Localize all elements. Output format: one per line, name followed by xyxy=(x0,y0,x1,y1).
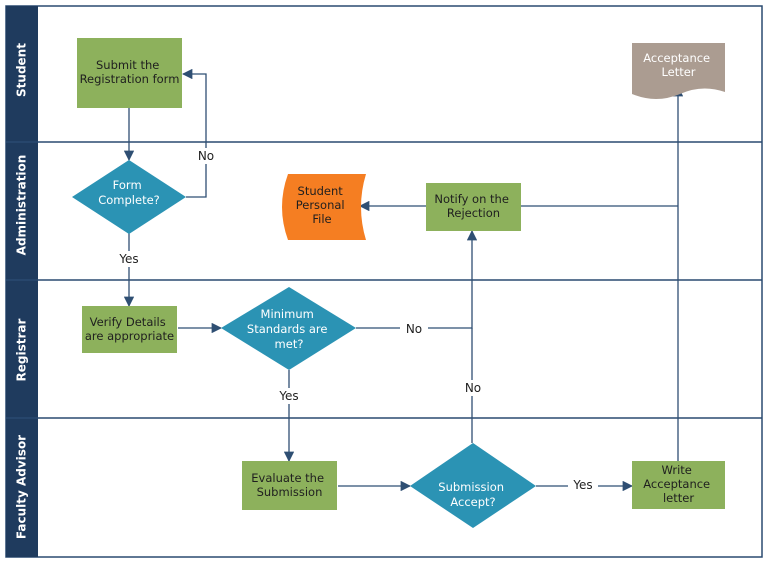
node-text-line: Evaluate the xyxy=(251,471,324,485)
node-text-line: Student xyxy=(298,184,344,198)
process-write-acceptance-letter: Write Acceptance letter xyxy=(632,461,725,509)
svg-text:Submission Accept?: Submission Accept? xyxy=(438,480,507,509)
process-evaluate-submission: Evaluate the Submission xyxy=(242,461,337,510)
lane-label-student: Student xyxy=(15,43,29,97)
node-text-line: Verify Details xyxy=(90,315,166,329)
svg-text:Notify on the Rejection: Notify on the Rejection xyxy=(434,192,512,220)
process-verify-details: Verify Details are appropriate xyxy=(82,306,177,353)
edge-label-accept-no: No xyxy=(465,381,481,395)
lane-label-faculty-advisor: Faculty Advisor xyxy=(15,435,29,539)
edge-label-bg xyxy=(460,380,486,396)
node-text-line: Accept? xyxy=(450,495,495,509)
edge-label-standards-yes: Yes xyxy=(278,389,298,403)
node-text-line: Rejection xyxy=(447,206,500,220)
decision-form-complete: Form Complete? xyxy=(72,160,186,234)
lane-header-column xyxy=(6,6,38,557)
edge-label-form-no: No xyxy=(198,149,214,163)
lane-label-registrar: Registrar xyxy=(15,318,29,381)
decision-submission-accept: Submission Accept? xyxy=(410,443,536,528)
node-text-line: Acceptance xyxy=(643,51,710,65)
node-text-line: Notify on the xyxy=(434,192,509,206)
process-submit-registration-form: Submit the Registration form xyxy=(77,38,182,108)
node-text-line: Complete? xyxy=(98,193,160,207)
edge-label-accept-yes: Yes xyxy=(572,478,592,492)
node-text-line: Minimum xyxy=(261,307,314,321)
document-acceptance-letter: Acceptance Letter xyxy=(632,43,725,99)
svg-text:Evaluate the Submission: Evaluate the Submission xyxy=(251,471,327,499)
edge-label-bg xyxy=(193,148,219,164)
node-text-line: Standards are xyxy=(247,322,328,336)
edge-label-bg xyxy=(400,320,428,336)
node-text-line: Registration form xyxy=(80,72,180,86)
svg-text:Acceptance Letter: Acceptance Letter xyxy=(643,51,714,79)
node-text-line: Submission xyxy=(257,485,323,499)
node-text-line: letter xyxy=(663,491,694,505)
decision-minimum-standards: Minimum Standards are met? xyxy=(221,287,356,370)
node-text-line: Submit the xyxy=(96,58,159,72)
node-text-line: Submission xyxy=(438,480,504,494)
node-text-line: Personal xyxy=(296,198,345,212)
node-text-line: File xyxy=(312,212,331,226)
lane-label-administration: Administration xyxy=(15,155,29,256)
svg-text:Submit the Registration: Submit the Registration form xyxy=(80,58,180,86)
process-notify-rejection: Notify on the Rejection xyxy=(426,183,521,231)
connector-form-no-loop xyxy=(181,68,207,198)
edge-label-bg xyxy=(568,477,598,493)
edge-label-bg xyxy=(114,251,144,267)
node-text-line: Acceptance xyxy=(643,477,710,491)
node-text-line: are appropriate xyxy=(85,329,174,343)
node-text-line: Letter xyxy=(661,65,695,79)
svg-text:Minimum Standards are: Minimum Standards are met? xyxy=(247,307,331,351)
svg-text:Student Personal F: Student Personal File xyxy=(296,184,349,226)
node-text-line: Form xyxy=(113,178,142,192)
svg-text:Verify Details are appro: Verify Details are appropriate xyxy=(85,315,174,343)
edge-label-form-yes: Yes xyxy=(118,252,138,266)
svg-text:Form Complete?: Form Complete? xyxy=(98,178,160,207)
edge-label-bg xyxy=(274,388,304,404)
data-student-personal-file: Student Personal File xyxy=(282,174,366,240)
node-text-line: Write xyxy=(661,463,691,477)
svg-text:Write Acceptance l: Write Acceptance letter xyxy=(643,463,714,505)
edge-label-standards-no: No xyxy=(406,322,422,336)
node-text-line: met? xyxy=(275,337,304,351)
